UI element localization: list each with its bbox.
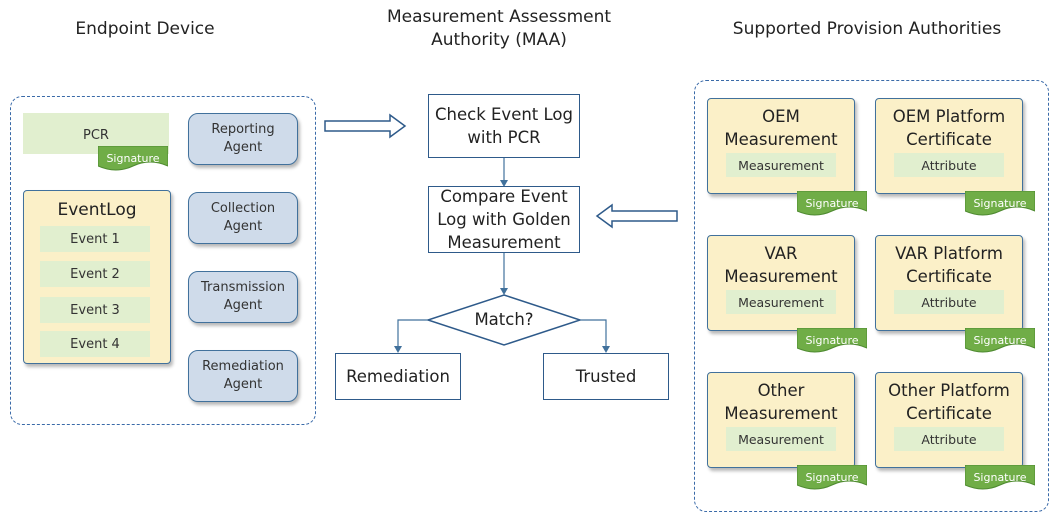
event-item-4: Event 4 bbox=[40, 331, 150, 357]
remediation-agent: Remediation Agent bbox=[188, 350, 298, 402]
event-item-1: Event 1 bbox=[40, 226, 150, 252]
provision-authorities-container bbox=[694, 80, 1049, 512]
var-measurement-card: VAR Measurement Measurement bbox=[707, 235, 855, 331]
signature-badge-icon bbox=[965, 328, 1035, 353]
signature-label: Signature bbox=[973, 333, 1027, 347]
authorities-to-maa-arrow bbox=[595, 203, 678, 229]
pcr-label: PCR bbox=[83, 128, 109, 143]
signature-badge-icon bbox=[797, 465, 867, 490]
card-title: VAR Platform Certificate bbox=[895, 244, 1003, 286]
card-title: Other Measurement bbox=[724, 381, 838, 423]
other-measurement-card: Other Measurement Measurement bbox=[707, 372, 855, 468]
eventlog-title: EventLog bbox=[57, 200, 137, 220]
reporting-agent: Reporting Agent bbox=[188, 113, 298, 165]
card-content: Attribute bbox=[894, 153, 1004, 177]
match-to-trusted-arrowhead bbox=[602, 346, 610, 353]
card-content: Attribute bbox=[894, 290, 1004, 314]
provision-authorities-heading: Supported Provision Authorities bbox=[732, 19, 1002, 39]
match-to-remediation-arrowhead bbox=[394, 346, 402, 353]
maa-heading: Measurement Assessment Authority (MAA) bbox=[386, 7, 612, 50]
check-to-compare-arrowhead bbox=[500, 180, 508, 187]
card-title: OEM Measurement bbox=[724, 107, 838, 149]
event-item-2: Event 2 bbox=[40, 261, 150, 287]
card-content: Measurement bbox=[726, 153, 836, 177]
card-content: Attribute bbox=[894, 427, 1004, 451]
signature-badge-icon bbox=[98, 146, 168, 171]
signature-badge-icon bbox=[797, 328, 867, 353]
card-content: Measurement bbox=[726, 427, 836, 451]
signature-label: Signature bbox=[805, 470, 859, 484]
remediation-box: Remediation bbox=[335, 353, 461, 400]
endpoint-to-maa-arrow bbox=[324, 113, 407, 139]
card-content: Measurement bbox=[726, 290, 836, 314]
signature-label: Signature bbox=[973, 196, 1027, 210]
card-title: OEM Platform Certificate bbox=[892, 107, 1006, 149]
endpoint-device-container bbox=[10, 96, 316, 425]
oem-measurement-card: OEM Measurement Measurement bbox=[707, 98, 855, 194]
trusted-box: Trusted bbox=[543, 353, 669, 400]
var-platform-certificate-card: VAR Platform Certificate Attribute bbox=[875, 235, 1023, 331]
card-title: VAR Measurement bbox=[724, 244, 838, 286]
oem-platform-signature-badge: Signature bbox=[965, 191, 1035, 217]
event-item-3: Event 3 bbox=[40, 297, 150, 323]
transmission-agent: Transmission Agent bbox=[188, 271, 298, 323]
other-measurement-signature-badge: Signature bbox=[797, 465, 867, 491]
compare-event-log-box: Compare Event Log with Golden Measuremen… bbox=[428, 186, 580, 253]
collection-agent: Collection Agent bbox=[188, 192, 298, 244]
signature-badge-icon bbox=[797, 191, 867, 216]
pcr-signature-label: Signature bbox=[106, 151, 160, 165]
eventlog-box: EventLog Event 1 Event 2 Event 3 Event 4 bbox=[23, 190, 171, 364]
other-platform-certificate-card: Other Platform Certificate Attribute bbox=[875, 372, 1023, 468]
match-label: Match? bbox=[474, 310, 534, 329]
signature-label: Signature bbox=[805, 333, 859, 347]
signature-label: Signature bbox=[805, 196, 859, 210]
oem-platform-certificate-card: OEM Platform Certificate Attribute bbox=[875, 98, 1023, 194]
oem-measurement-signature-badge: Signature bbox=[797, 191, 867, 217]
var-platform-signature-badge: Signature bbox=[965, 328, 1035, 354]
var-measurement-signature-badge: Signature bbox=[797, 328, 867, 354]
signature-badge-icon bbox=[965, 465, 1035, 490]
other-platform-signature-badge: Signature bbox=[965, 465, 1035, 491]
signature-badge-icon bbox=[965, 191, 1035, 216]
card-title: Other Platform Certificate bbox=[888, 381, 1010, 423]
compare-to-match-arrowhead bbox=[500, 288, 508, 295]
pcr-signature-badge: Signature bbox=[98, 146, 168, 172]
signature-label: Signature bbox=[973, 470, 1027, 484]
endpoint-device-heading: Endpoint Device bbox=[75, 19, 215, 39]
check-event-log-box: Check Event Log with PCR bbox=[428, 94, 580, 158]
match-decision-diamond bbox=[425, 294, 583, 346]
